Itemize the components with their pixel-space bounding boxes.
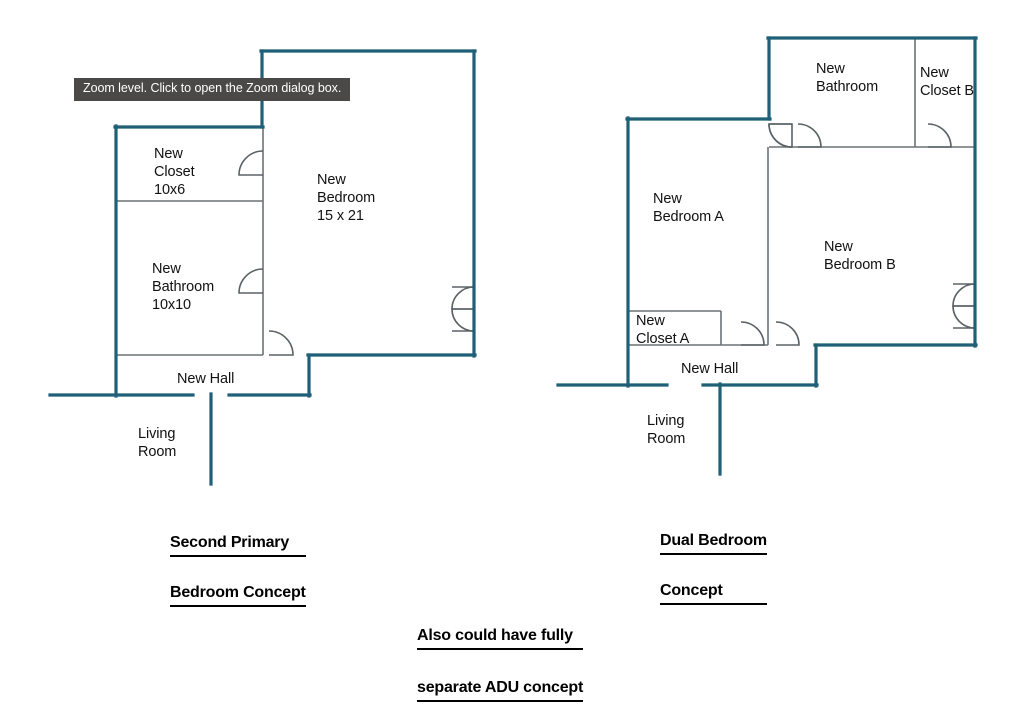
bottom-note-line: separate ADU concept	[417, 675, 583, 702]
bottom-note-line: Also could have fully	[417, 623, 584, 650]
room-label-new-closet-b: New Closet B	[920, 65, 974, 99]
caption-dual-bedroom-concept: Dual Bedroom Concept	[660, 505, 767, 629]
room-label-living-room-right: Living Room	[647, 413, 686, 447]
room-label-new-bathroom: New Bathroom 10x10	[152, 261, 215, 313]
caption-second-primary-bedroom-concept: Second Primary Bedroom Concept	[170, 507, 306, 631]
room-label-new-bedroom-a: New Bedroom A	[653, 191, 724, 225]
caption-line: Dual Bedroom	[660, 529, 767, 555]
caption-line: Second Primary	[170, 531, 306, 557]
caption-line: Concept	[660, 579, 767, 605]
room-label-new-hall-right: New Hall	[681, 361, 739, 377]
left-door-swings	[238, 150, 475, 356]
right-floorplan-walls	[556, 36, 978, 476]
room-label-new-hall: New Hall	[177, 371, 235, 387]
room-label-living-room: Living Room	[138, 426, 177, 460]
room-label-new-bathroom-right: New Bathroom	[816, 61, 879, 95]
room-label-new-bedroom: New Bedroom 15 x 21	[317, 172, 376, 224]
bottom-note-adu-concept: Also could have fully separate ADU conce…	[417, 598, 583, 727]
right-exterior-walls	[556, 36, 978, 476]
left-floorplan-walls	[48, 49, 477, 486]
left-interior-walls	[116, 127, 264, 356]
zoom-level-tooltip: Zoom level. Click to open the Zoom dialo…	[74, 78, 351, 101]
room-label-new-closet: New Closet 10x6	[154, 146, 195, 198]
caption-line: Bedroom Concept	[170, 581, 306, 607]
room-label-new-bedroom-b: New Bedroom B	[824, 239, 896, 273]
room-label-new-closet-a: New Closet A	[636, 313, 690, 347]
right-door-swings	[740, 123, 976, 346]
